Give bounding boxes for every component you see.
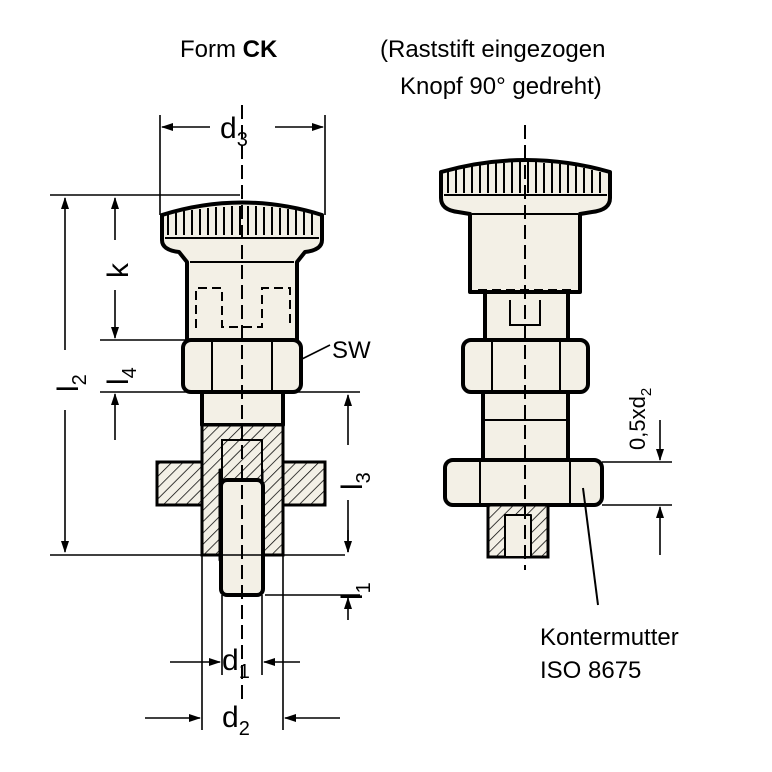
dimensions: d3 l2 k l4 l3 l1 d1 d2 SW 0,5xd2 Konterm… (50, 112, 679, 740)
right-view (439, 125, 612, 570)
left-view (155, 105, 327, 700)
form-title: Form CK (180, 36, 278, 63)
dim-l4: l4 (102, 367, 141, 385)
dim-l2: l2 (52, 374, 91, 392)
callout-line1: Kontermutter (540, 624, 679, 651)
dim-d2: d2 (222, 701, 250, 740)
dim-half-d2: 0,5xd2 (625, 388, 655, 450)
subtitle-line2: Knopf 90° gedreht) (400, 73, 602, 100)
dim-d1: d1 (222, 644, 250, 683)
callout-line2: ISO 8675 (540, 657, 641, 684)
subtitle-line1: (Raststift eingezogen (380, 36, 605, 63)
knurl (167, 206, 313, 235)
dim-sw: SW (332, 337, 371, 364)
dim-l3: l3 (336, 472, 375, 490)
dim-k: k (102, 262, 135, 278)
dim-d3: d3 (220, 112, 248, 151)
dim-l1: l1 (336, 582, 375, 600)
